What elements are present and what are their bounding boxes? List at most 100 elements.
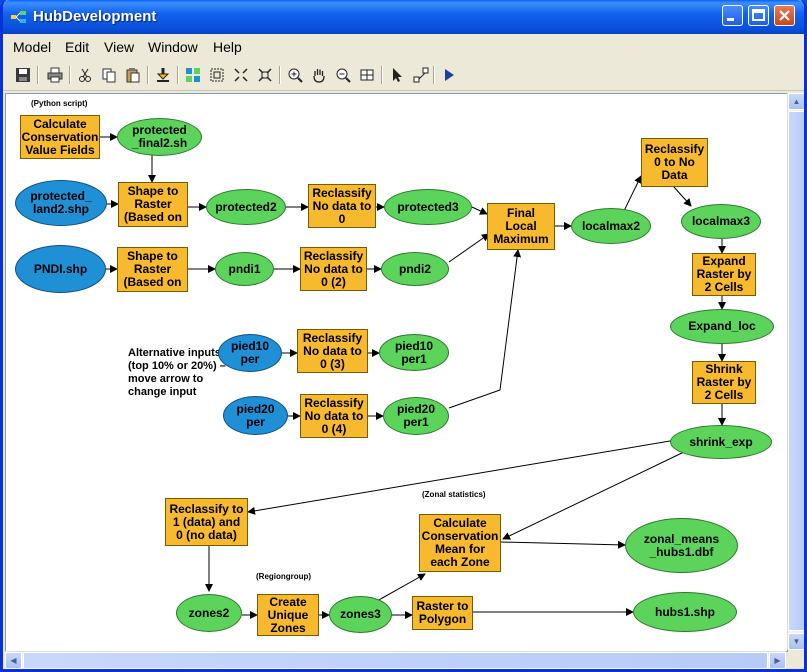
toolbar-separator <box>433 66 435 84</box>
protected3-data[interactable]: protected3 <box>384 189 472 225</box>
pied20per1-data[interactable]: pied20 per1 <box>383 397 449 435</box>
toolbar-separator <box>69 66 71 84</box>
save-button[interactable] <box>13 65 33 85</box>
raster-to-polygon-tool[interactable]: Raster to Polygon <box>412 596 473 630</box>
protected-final2-data[interactable]: protected _final2.sh <box>117 118 202 156</box>
maximize-icon <box>752 9 765 21</box>
localmax3-data[interactable]: localmax3 <box>681 204 761 239</box>
scroll-right-button[interactable]: ▶ <box>769 652 786 669</box>
full-extent-icon <box>186 68 200 82</box>
pan-icon <box>313 69 325 83</box>
toolbar-separator <box>279 66 281 84</box>
zoom-extent-button[interactable] <box>207 65 227 85</box>
connector <box>471 206 488 215</box>
shrink-exp-data[interactable]: shrink_exp <box>670 425 772 459</box>
shrink-raster-tool[interactable]: Shrink Raster by 2 Cells <box>692 361 756 404</box>
copy-icon <box>102 68 116 83</box>
reclassify-nodata-tool-2[interactable]: Reclassify No data to 0 (2) <box>300 247 367 291</box>
scroll-up-button[interactable]: ▲ <box>788 93 804 110</box>
hubs1-shp-data[interactable]: hubs1.shp <box>633 592 737 632</box>
menu-view[interactable]: View <box>104 39 135 55</box>
connect-button[interactable] <box>411 65 431 85</box>
zoom-in-fixed-button[interactable] <box>231 65 251 85</box>
reclassify-nodata-tool-1[interactable]: Reclassify No data to 0 <box>308 184 376 228</box>
grid-icon <box>360 69 374 81</box>
pied10per1-data[interactable]: pied10 per1 <box>379 334 449 371</box>
expand-loc-data[interactable]: Expand_loc <box>670 309 774 344</box>
minimize-button[interactable] <box>722 5 743 26</box>
run-icon <box>445 69 454 81</box>
toolbar-separator <box>37 66 39 84</box>
pan-button[interactable] <box>309 65 329 85</box>
menu-window[interactable]: Window <box>148 39 198 55</box>
pied10per-input[interactable]: pied10 per <box>218 334 282 372</box>
zoom-in-fixed-icon <box>234 68 248 82</box>
window-title: HubDevelopment <box>33 8 157 25</box>
zones3-data[interactable]: zones3 <box>329 596 392 633</box>
select-button[interactable] <box>387 65 407 85</box>
grid-button[interactable] <box>357 65 377 85</box>
shape-to-raster-tool-2[interactable]: Shape to Raster (Based on <box>117 247 188 292</box>
reclassify-0-to-nodata-tool[interactable]: Reclassify 0 to No Data <box>641 138 708 187</box>
calculate-conservation-value-fields-tool[interactable]: Calculate Conservation Value Fields <box>20 115 100 159</box>
select-icon <box>393 68 402 82</box>
close-button[interactable] <box>774 5 795 26</box>
maximize-button[interactable] <box>748 5 769 26</box>
cut-button[interactable] <box>75 65 95 85</box>
model-canvas[interactable]: (Python script) (Zonal statistics) (Regi… <box>5 93 788 652</box>
final-local-maximum-tool[interactable]: Final Local Maximum <box>487 203 555 250</box>
scroll-down-button[interactable]: ▼ <box>788 633 804 650</box>
menu-model[interactable]: Model <box>13 39 52 55</box>
vertical-scrollbar[interactable]: ▲ ▼ <box>787 93 804 650</box>
model-icon <box>11 11 26 23</box>
run-button[interactable] <box>439 65 459 85</box>
python-script-note: (Python script) <box>31 99 88 108</box>
connector <box>500 540 626 549</box>
menu-help[interactable]: Help <box>213 39 242 55</box>
add-data-button[interactable] <box>153 65 173 85</box>
paste-button[interactable] <box>123 65 143 85</box>
shape-to-raster-tool-1[interactable]: Shape to Raster (Based on <box>118 182 188 227</box>
reclassify-nodata-tool-4[interactable]: Reclassify No data to 0 (4) <box>300 394 368 438</box>
close-icon <box>779 10 790 21</box>
connector <box>376 573 426 602</box>
full-extent-button[interactable] <box>183 65 203 85</box>
copy-button[interactable] <box>99 65 119 85</box>
zoom-out-button[interactable] <box>333 65 353 85</box>
horizontal-scrollbar[interactable]: ◀ ▶ <box>5 651 786 669</box>
vertical-scroll-thumb[interactable] <box>788 111 804 631</box>
zoom-in-button[interactable] <box>285 65 305 85</box>
horizontal-scroll-thumb[interactable] <box>23 652 768 669</box>
zonal-means-hubs1-data[interactable]: zonal_means _hubs1.dbf <box>625 518 738 573</box>
pndi-shp-input[interactable]: PNDI.shp <box>15 245 106 293</box>
zoom-out-fixed-icon <box>258 68 272 82</box>
zoom-extent-icon <box>210 68 224 82</box>
localmax2-data[interactable]: localmax2 <box>571 208 651 244</box>
add-data-icon <box>156 68 170 82</box>
protected2-data[interactable]: protected2 <box>206 189 286 225</box>
pndi1-data[interactable]: pndi1 <box>215 252 274 286</box>
pndi2-data[interactable]: pndi2 <box>381 252 449 286</box>
print-button[interactable] <box>45 65 65 85</box>
zoom-in-icon <box>288 68 303 83</box>
scroll-left-button[interactable]: ◀ <box>5 652 22 669</box>
paste-icon <box>126 68 140 83</box>
pied20per-input[interactable]: pied20 per <box>223 396 288 435</box>
reclassify-to-1-and-0-tool[interactable]: Reclassify to 1 (data) and 0 (no data) <box>165 498 248 546</box>
connector <box>448 233 490 263</box>
cut-icon <box>79 68 91 82</box>
connector <box>673 186 692 207</box>
zones2-data[interactable]: zones2 <box>176 594 242 632</box>
toolbar <box>3 60 804 91</box>
title-bar[interactable]: HubDevelopment <box>3 0 804 34</box>
create-unique-zones-tool[interactable]: Create Unique Zones <box>257 594 319 636</box>
menu-edit[interactable]: Edit <box>65 39 90 55</box>
alternative-inputs-comment: Alternative inputs (top 10% or 20%) – mo… <box>128 347 226 398</box>
expand-raster-tool[interactable]: Expand Raster by 2 Cells <box>692 253 756 296</box>
protected-land2-input[interactable]: protected_ land2.shp <box>15 180 107 226</box>
toolbar-separator <box>177 66 179 84</box>
zoom-out-fixed-button[interactable] <box>255 65 275 85</box>
reclassify-nodata-tool-3[interactable]: Reclassify No data to 0 (3) <box>297 329 368 373</box>
calculate-conservation-mean-tool[interactable]: Calculate Conservation Mean for each Zon… <box>419 514 501 572</box>
regiongroup-note: (Regiongroup) <box>256 572 312 581</box>
